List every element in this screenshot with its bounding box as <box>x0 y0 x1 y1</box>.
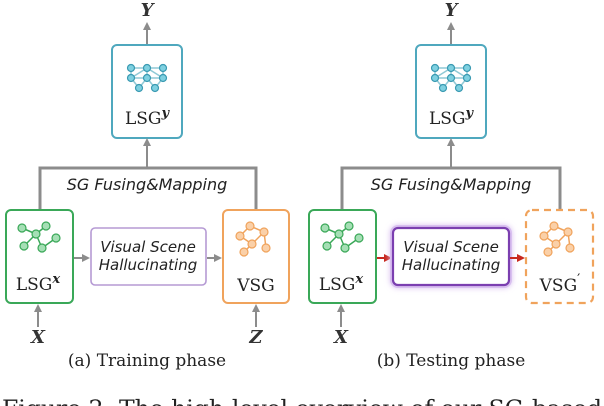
svg-text:LSGx: LSGx <box>319 272 364 295</box>
lsg-x-box: LSGx <box>5 209 74 304</box>
svg-text:VSG′: VSG′ <box>539 272 581 296</box>
input-label-x: X <box>333 327 349 348</box>
vsh-line1: Visual Scene <box>100 238 196 256</box>
graph-network-icon <box>430 63 472 93</box>
figure-caption: Figure 2: The high-level overview of our… <box>2 397 602 406</box>
lsg-x-box: LSGx <box>308 209 377 304</box>
lsg-y-sup: y <box>160 106 170 121</box>
vsh-line1: Visual Scene <box>403 238 499 256</box>
scene-graph-icon <box>17 221 61 253</box>
lsg-x-sup: x <box>51 272 60 287</box>
lsg-y-box: LSGy <box>111 44 183 139</box>
svg-text:LSGx: LSGx <box>16 272 61 295</box>
vsh-line2: Hallucinating <box>402 256 501 274</box>
panel-testing: Y LSGy <box>308 0 595 371</box>
svg-text:LSGy: LSGy <box>125 106 171 129</box>
vsh-box: Visual Scene Hallucinating <box>90 227 207 286</box>
vsg-box: VSG′ <box>524 208 595 305</box>
lsg-y-label: LSG <box>429 109 466 129</box>
fuse-label: SG Fusing&Mapping <box>67 175 228 194</box>
lsg-x-label: LSG <box>16 275 53 295</box>
input-label-x: X <box>30 327 46 348</box>
panel-training: Y LSGy <box>5 0 290 371</box>
vsg-prime: ′ <box>577 272 580 288</box>
svg-text:LSGy: LSGy <box>429 106 475 129</box>
lsg-x-label: LSG <box>319 275 356 295</box>
fuse-label: SG Fusing&Mapping <box>371 175 532 194</box>
panel-b-caption: (b) Testing phase <box>377 351 526 371</box>
output-label-y: Y <box>141 0 156 21</box>
lsg-x-sup: x <box>354 272 363 287</box>
scene-graph-icon <box>320 221 364 253</box>
input-label-z: Z <box>248 327 263 348</box>
lsg-y-box: LSGy <box>415 44 487 139</box>
scene-graph-icon <box>235 221 271 257</box>
panel-a-caption: (a) Training phase <box>68 351 226 371</box>
vsh-line2: Hallucinating <box>99 256 198 274</box>
vsg-label: VSG <box>236 276 275 296</box>
lsg-y-sup: y <box>464 106 474 121</box>
output-label-y: Y <box>445 0 460 21</box>
vsg-label: VSG <box>539 276 578 296</box>
scene-graph-icon <box>539 221 575 257</box>
vsh-box: Visual Scene Hallucinating <box>390 225 512 288</box>
vsg-box: VSG <box>222 209 290 304</box>
graph-network-icon <box>126 63 168 93</box>
lsg-y-label: LSG <box>125 109 162 129</box>
